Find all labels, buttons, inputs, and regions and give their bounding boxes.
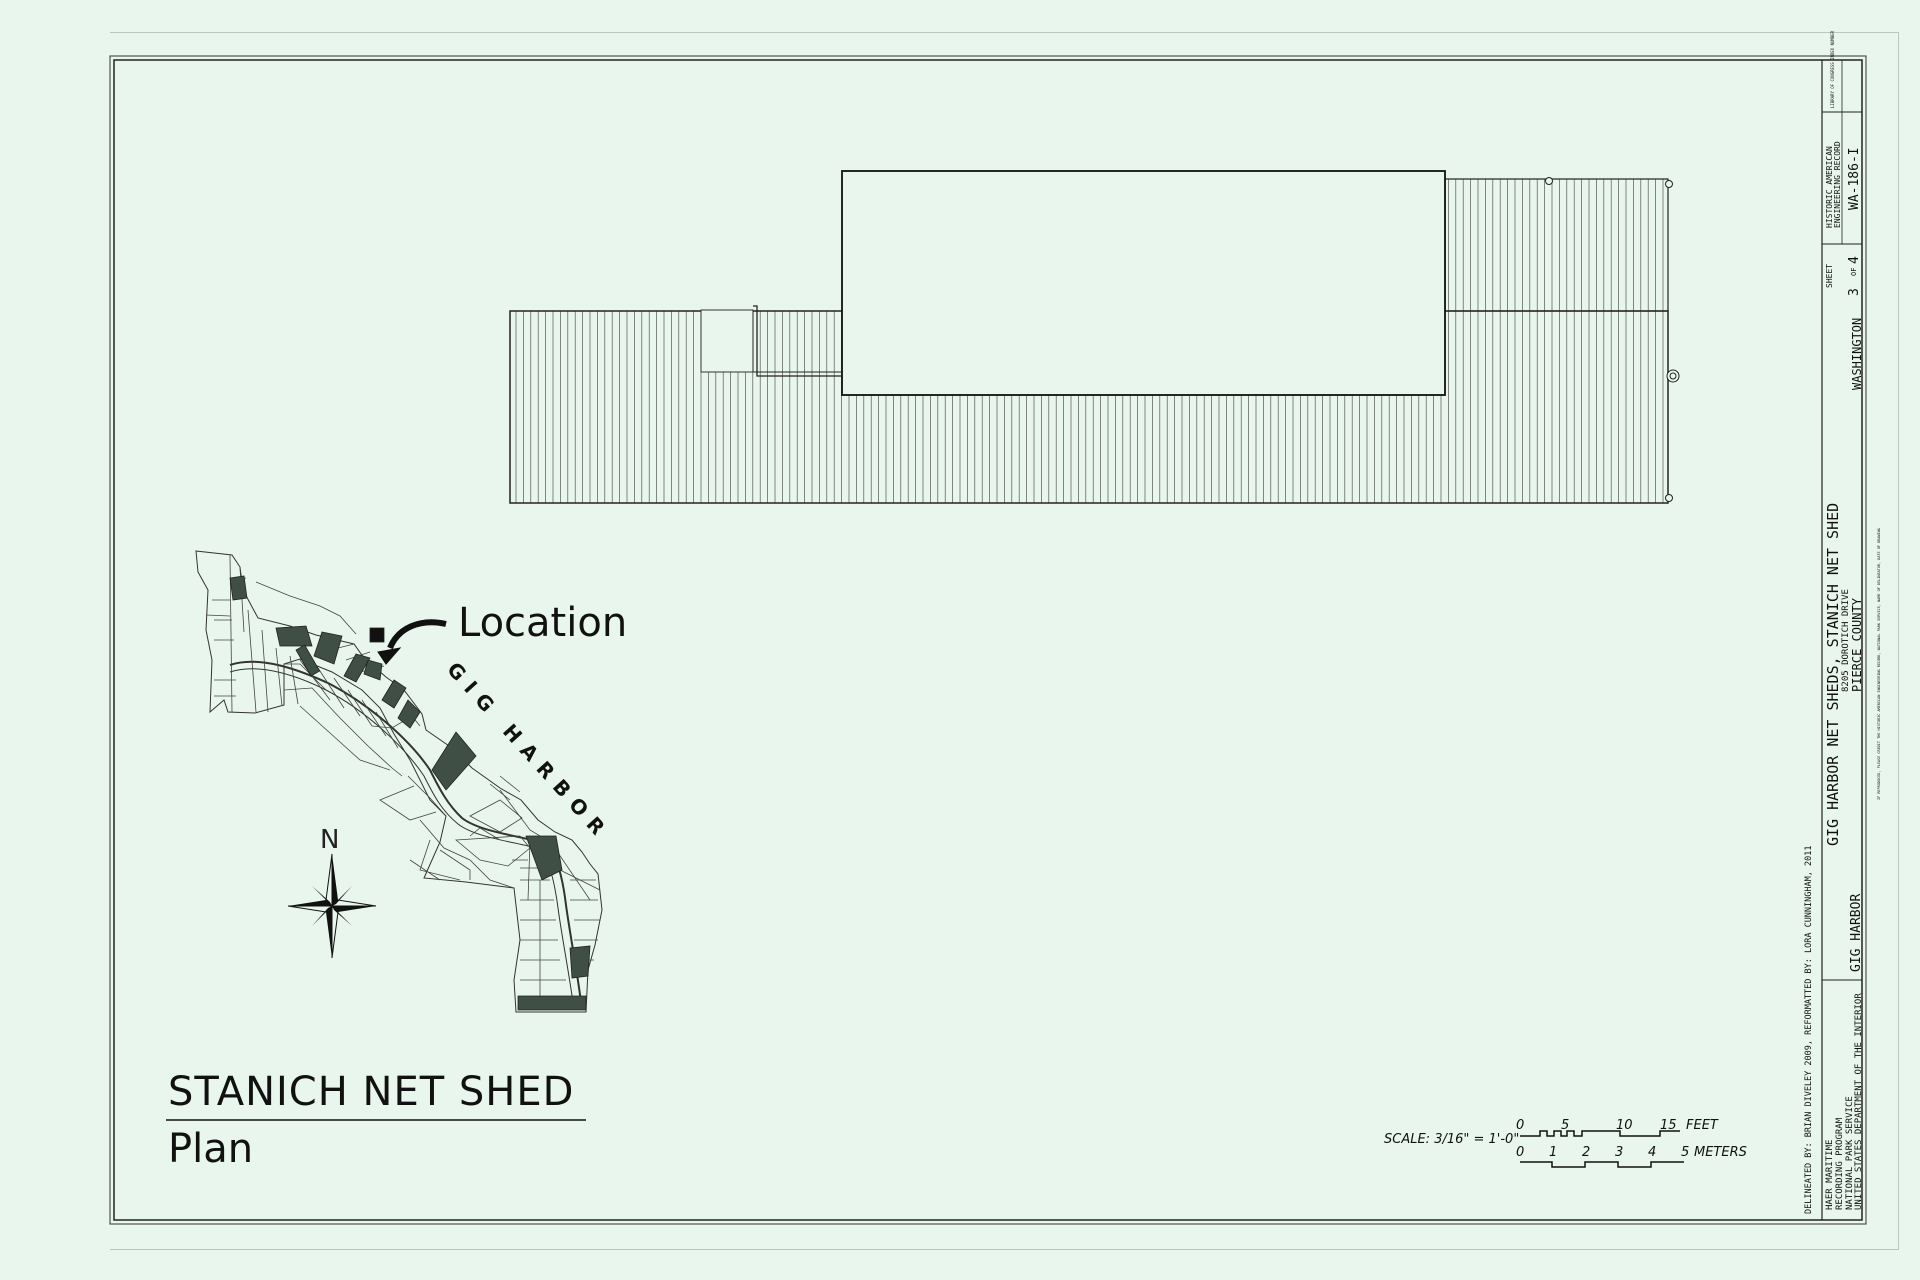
reproduction-credit: IF REPRODUCED, PLEASE CREDIT THE HISTORI… bbox=[1877, 528, 1881, 800]
index-label: LIBRARY OF CONGRESS INDEX NUMBER bbox=[1830, 30, 1835, 108]
agency-line: RECORDING PROGRAM bbox=[1835, 1117, 1845, 1210]
agency-line: UNITED STATES DEPARTMENT OF THE INTERIOR bbox=[1854, 993, 1864, 1210]
project-title: GIG HARBOR NET SHEDS, STANICH NET SHED bbox=[1824, 503, 1842, 846]
post-marker bbox=[1665, 494, 1673, 502]
shaded-parcels bbox=[229, 575, 591, 1011]
location-label: Location bbox=[458, 600, 627, 646]
road bbox=[229, 660, 583, 1011]
scale-label: SCALE: 3/16" = 1'-0" bbox=[1384, 1132, 1519, 1147]
scale-feet-unit: FEET bbox=[1686, 1118, 1719, 1133]
meter-bar bbox=[1520, 1161, 1684, 1168]
sheet-of: OF bbox=[1850, 268, 1858, 276]
drawing-subtitle: Plan bbox=[168, 1126, 253, 1172]
title-block: DELINEATED BY: BRIAN DIVELEY 2009, REFOR… bbox=[1804, 30, 1881, 1220]
scale-feet-tick: 0 bbox=[1516, 1118, 1524, 1133]
sheet-number: 3 bbox=[1847, 288, 1862, 296]
county: PIERCE COUNTY bbox=[1850, 597, 1864, 692]
post-marker bbox=[1545, 177, 1553, 185]
outer-border bbox=[109, 55, 1867, 1225]
scale-meter-tick: 3 bbox=[1615, 1145, 1623, 1160]
delineated-credit: DELINEATED BY: BRIAN DIVELEY 2009, REFOR… bbox=[1804, 846, 1814, 1214]
dormer-box bbox=[700, 309, 754, 373]
parcel-lines bbox=[205, 554, 601, 1001]
location-arrow bbox=[387, 619, 447, 650]
scale-meter-tick: 4 bbox=[1648, 1145, 1656, 1160]
scale-meter-unit: METERS bbox=[1694, 1145, 1747, 1160]
roof-stripes bbox=[515, 179, 1664, 503]
step-detail bbox=[753, 305, 842, 377]
roof-upper-right bbox=[1444, 178, 1669, 312]
drawing-title: STANICH NET SHED bbox=[168, 1069, 574, 1115]
record-line: HISTORIC AMERICAN bbox=[1825, 146, 1834, 228]
agency-line: HAER MARITIME bbox=[1825, 1140, 1835, 1210]
sheet-total: 4 bbox=[1847, 256, 1862, 264]
ridge-block bbox=[841, 170, 1446, 396]
address: 8205 DOROTICH DRIVE bbox=[1841, 589, 1851, 692]
scale-feet-tick: 5 bbox=[1561, 1118, 1569, 1133]
record-line: ENGINEERING RECORD bbox=[1833, 141, 1842, 228]
city-label: GIG HARBOR bbox=[1849, 894, 1864, 972]
scale-feet-tick: 15 bbox=[1660, 1118, 1677, 1133]
scale-meter-tick: 2 bbox=[1582, 1145, 1590, 1160]
feet-bar bbox=[1520, 1130, 1680, 1137]
sheet-edge bbox=[110, 32, 1899, 1250]
north-label: N bbox=[320, 825, 339, 855]
location-map bbox=[195, 550, 603, 1013]
record-id: WA-186-I bbox=[1847, 147, 1862, 210]
post-marker bbox=[1665, 180, 1673, 188]
state: WASHINGTON bbox=[1850, 318, 1864, 390]
roof-plan bbox=[509, 170, 1680, 504]
scale-feet-tick: 10 bbox=[1616, 1118, 1633, 1133]
scale-meter-tick: 5 bbox=[1681, 1145, 1689, 1160]
post-marker bbox=[1666, 369, 1680, 383]
scale-meter-tick: 1 bbox=[1549, 1145, 1557, 1160]
agency-line: NATIONAL PARK SERVICE bbox=[1845, 1096, 1855, 1210]
sheet-label: SHEET bbox=[1825, 264, 1834, 288]
north-arrow: N bbox=[287, 825, 377, 959]
inner-border bbox=[113, 59, 1863, 1221]
scale-meter-tick: 0 bbox=[1516, 1145, 1524, 1160]
